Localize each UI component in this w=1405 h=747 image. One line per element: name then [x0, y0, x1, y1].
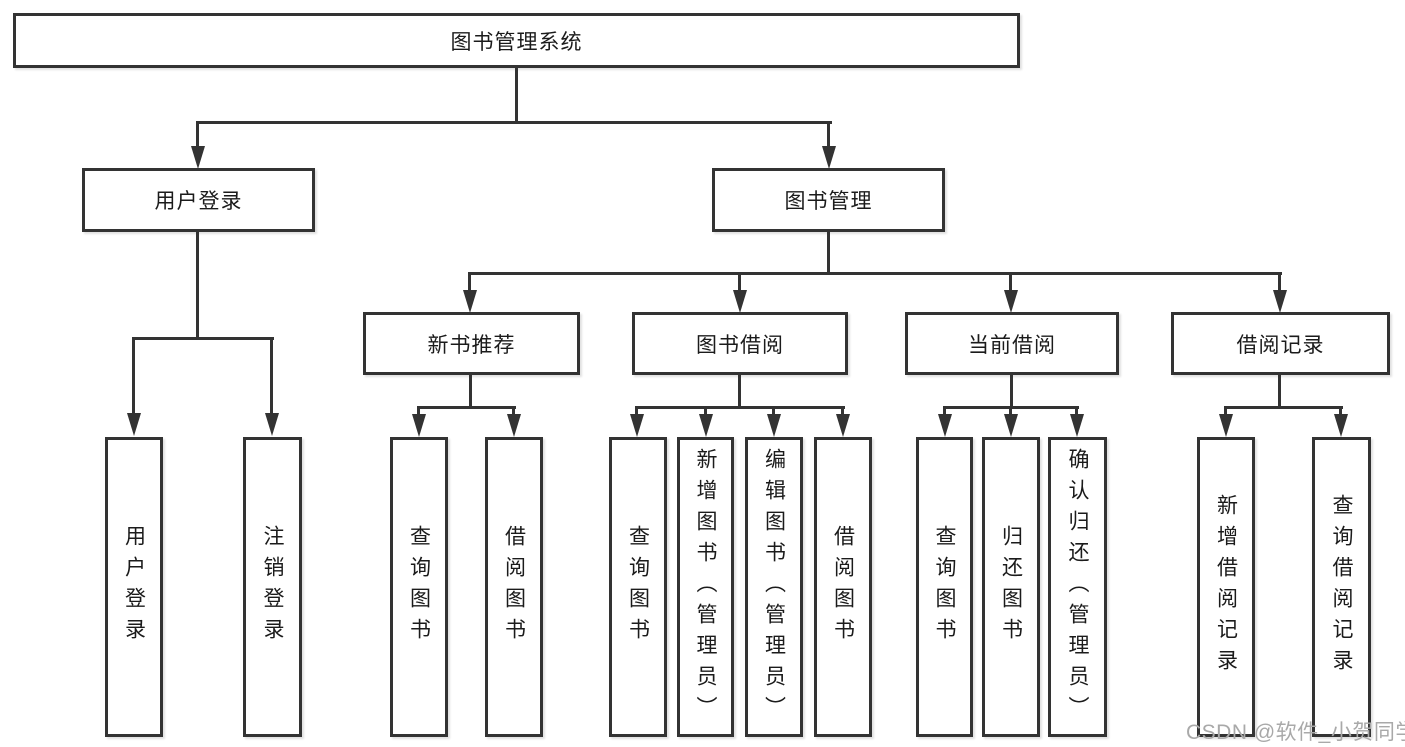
arrow-down-icon: [938, 414, 952, 437]
connector-line: [468, 272, 1282, 275]
arrow-down-icon: [127, 413, 141, 436]
connector-line: [1224, 406, 1343, 409]
node-root-library-system: 图书管理系统: [13, 13, 1020, 68]
node-user-login: 用户登录: [82, 168, 315, 232]
arrow-down-icon: [412, 414, 426, 437]
connector-line: [1010, 375, 1013, 409]
arrow-down-icon: [836, 414, 850, 437]
connector-line: [635, 406, 845, 409]
arrow-down-icon: [1273, 290, 1287, 313]
connector-line: [196, 121, 832, 124]
connector-line: [469, 375, 472, 409]
arrow-down-icon: [630, 414, 644, 437]
connector-line: [1278, 272, 1281, 292]
arrow-down-icon: [822, 146, 836, 169]
connector-line: [515, 68, 518, 124]
connector-line: [270, 337, 273, 415]
connector-line: [132, 337, 135, 415]
leaf-query-borrow-record: 查询借阅记录: [1312, 437, 1371, 737]
connector-line: [738, 375, 741, 409]
connector-line: [132, 337, 274, 340]
arrow-down-icon: [1004, 290, 1018, 313]
connector-line: [512, 406, 515, 416]
node-book-management: 图书管理: [712, 168, 945, 232]
connector-line: [827, 232, 830, 275]
node-borrowing-records: 借阅记录: [1171, 312, 1390, 375]
arrow-down-icon: [1334, 414, 1348, 437]
connector-line: [738, 272, 741, 292]
node-book-borrowing: 图书借阅: [632, 312, 848, 375]
leaf-borrow-books-borrowing: 借阅图书: [814, 437, 872, 737]
arrow-down-icon: [463, 290, 477, 313]
node-new-book-recommend: 新书推荐: [363, 312, 580, 375]
arrow-down-icon: [191, 146, 205, 169]
arrow-down-icon: [767, 414, 781, 437]
leaf-logout: 注销登录: [243, 437, 302, 737]
connector-line: [1009, 272, 1012, 292]
arrow-down-icon: [1070, 414, 1084, 437]
connector-line: [1339, 406, 1342, 416]
leaf-return-books: 归还图书: [982, 437, 1040, 737]
leaf-user-login: 用户登录: [105, 437, 163, 737]
csdn-watermark: CSDN @软件_小贺同学: [1186, 721, 1405, 744]
arrow-down-icon: [1004, 414, 1018, 437]
node-current-borrowing: 当前借阅: [905, 312, 1119, 375]
leaf-confirm-return-admin: 确认归还（管理员）: [1048, 437, 1107, 737]
connector-line: [1224, 406, 1227, 416]
connector-line: [1278, 375, 1281, 409]
leaf-query-books-recommend: 查询图书: [390, 437, 448, 737]
connector-line: [1009, 406, 1012, 416]
leaf-edit-books-admin: 编辑图书（管理员）: [745, 437, 803, 737]
leaf-query-books-current: 查询图书: [916, 437, 973, 737]
leaf-add-borrow-record: 新增借阅记录: [1197, 437, 1255, 737]
connector-line: [841, 406, 844, 416]
connector-line: [1075, 406, 1078, 416]
arrow-down-icon: [507, 414, 521, 437]
leaf-borrow-books-recommend: 借阅图书: [485, 437, 543, 737]
leaf-query-books-borrowing: 查询图书: [609, 437, 667, 737]
arrow-down-icon: [265, 413, 279, 436]
arrow-down-icon: [1219, 414, 1233, 437]
arrow-down-icon: [699, 414, 713, 437]
connector-line: [943, 406, 946, 416]
connector-line: [827, 121, 830, 148]
connector-line: [417, 406, 420, 416]
connector-line: [772, 406, 775, 416]
leaf-add-books-admin: 新增图书（管理员）: [677, 437, 734, 737]
connector-line: [196, 232, 199, 340]
connector-line: [417, 406, 516, 409]
connector-line: [196, 121, 199, 148]
connector-line: [635, 406, 638, 416]
connector-line: [704, 406, 707, 416]
connector-line: [468, 272, 471, 292]
arrow-down-icon: [733, 290, 747, 313]
